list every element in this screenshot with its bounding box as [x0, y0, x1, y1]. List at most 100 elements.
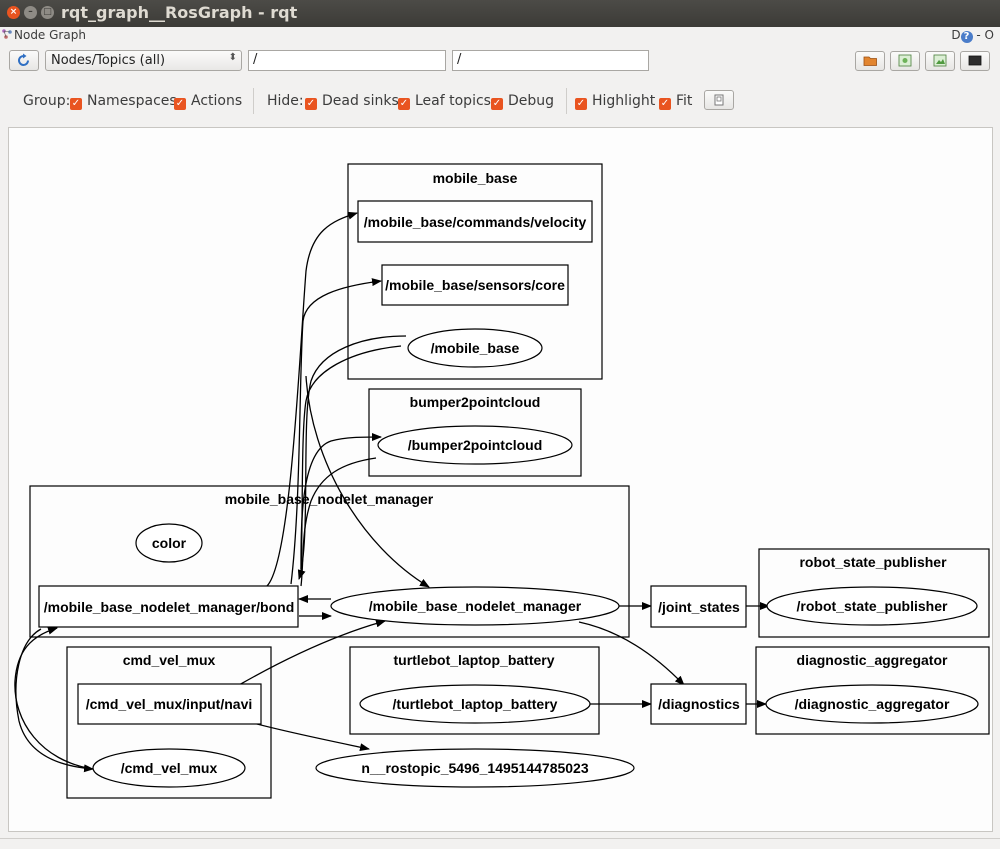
topic-box[interactable] [77, 683, 262, 725]
cluster-diagnostic-aggregator [755, 646, 990, 735]
namespaces-label: Namespaces [87, 93, 177, 109]
topic-label: /cmd_vel_mux/input/navi [86, 696, 253, 712]
cluster-label: bumper2pointcloud [410, 394, 541, 410]
node-label: n__rostopic_5496_1495144785023 [361, 760, 589, 776]
cluster-label: cmd_vel_mux [123, 652, 216, 668]
window-title: rqt_graph__RosGraph - rqt [61, 3, 298, 22]
actions-checkbox[interactable]: ✓ Actions [174, 93, 242, 110]
options-toolbar: Group: ✓Namespaces ✓Actions Hide: ✓Dead … [0, 86, 1000, 116]
cluster-turtlebot-laptop-battery [349, 646, 600, 735]
fit-checkbox[interactable]: ✓ Fit [659, 93, 692, 110]
dead-sinks-checkbox[interactable]: ✓ Dead sinks [305, 93, 399, 110]
node-label: /mobile_base [431, 340, 520, 356]
cluster-nodelet-manager [29, 485, 630, 638]
topic-box[interactable] [381, 264, 569, 306]
checkbox-checked-icon: ✓ [174, 98, 186, 110]
namespaces-checkbox[interactable]: ✓ Namespaces [70, 93, 177, 110]
topic-label: /mobile_base/sensors/core [385, 277, 565, 293]
dead-sinks-label: Dead sinks [322, 93, 399, 109]
fit-label: Fit [676, 93, 693, 109]
refresh-button[interactable] [9, 50, 39, 71]
dock-float-button[interactable]: - O [976, 28, 994, 42]
ros-graph[interactable]: mobile_base bumper2pointcloud mobile_bas… [9, 128, 994, 833]
node-ellipse[interactable] [766, 586, 978, 626]
node-graph-icon [2, 29, 12, 39]
cluster-label: robot_state_publisher [799, 554, 947, 570]
leaf-topics-checkbox[interactable]: ✓ Leaf topics [398, 93, 491, 110]
topic-box[interactable] [357, 200, 593, 243]
node-label: /mobile_base_nodelet_manager [369, 598, 582, 614]
highlight-label: Highlight [592, 93, 656, 109]
debug-checkbox[interactable]: ✓ Debug [491, 93, 554, 110]
dock-d-button[interactable]: D [951, 28, 961, 42]
node-label: /cmd_vel_mux [121, 760, 218, 776]
topic-label: /mobile_base/commands/velocity [364, 214, 587, 230]
bottom-border [0, 838, 1000, 839]
node-ellipse[interactable] [377, 425, 573, 465]
save-image-button[interactable] [960, 51, 990, 71]
topic-box[interactable] [38, 585, 299, 628]
dock-title: Node Graph [14, 28, 86, 42]
save-dot-icon [898, 54, 912, 67]
save-image-icon [933, 54, 947, 67]
node-label: /diagnostic_aggregator [795, 696, 950, 712]
node-ellipse[interactable] [407, 328, 543, 368]
node-label: /robot_state_publisher [797, 598, 948, 614]
cluster-label: mobile_base [433, 170, 518, 186]
cluster-mobile-base [347, 163, 603, 380]
checkbox-checked-icon: ✓ [398, 98, 410, 110]
highlight-checkbox[interactable]: ✓ Highlight [575, 93, 655, 110]
topic-label: /joint_states [658, 599, 740, 615]
graph-canvas[interactable]: mobile_base bumper2pointcloud mobile_bas… [8, 127, 993, 832]
node-ellipse[interactable] [315, 748, 635, 788]
node-ellipse[interactable] [330, 586, 620, 626]
cluster-label: mobile_base_nodelet_manager [225, 491, 434, 507]
chevron-updown-icon: ⬍ [228, 52, 237, 63]
dock-controls: D? - O [951, 28, 994, 43]
window-close-button[interactable]: × [7, 6, 20, 19]
window-titlebar: × – □ rqt_graph__RosGraph - rqt [0, 0, 1000, 27]
node-label: /bumper2pointcloud [408, 437, 543, 453]
cluster-bumper2pointcloud [368, 388, 582, 477]
node-label: color [152, 535, 187, 551]
graph-mode-value: Nodes/Topics (all) [51, 53, 166, 68]
fit-in-view-button[interactable] [704, 90, 734, 110]
checkbox-checked-icon: ✓ [659, 98, 671, 110]
help-icon[interactable]: ? [960, 31, 973, 43]
leaf-topics-label: Leaf topics [415, 93, 491, 109]
toolbar-separator [566, 88, 567, 114]
cluster-label: turtlebot_laptop_battery [393, 652, 554, 668]
cluster-label: diagnostic_aggregator [797, 652, 948, 668]
group-label: Group: [23, 93, 71, 109]
refresh-icon [18, 53, 29, 66]
load-dot-button[interactable] [855, 51, 885, 71]
debug-label: Debug [508, 93, 555, 109]
checkbox-checked-icon: ✓ [491, 98, 503, 110]
checkbox-checked-icon: ✓ [305, 98, 317, 110]
actions-label: Actions [191, 93, 243, 109]
namespace-filter-input[interactable]: / [248, 50, 446, 71]
checkbox-checked-icon: ✓ [575, 98, 587, 110]
node-ellipse[interactable] [359, 684, 591, 724]
folder-open-icon [863, 56, 877, 66]
topic-box[interactable] [650, 585, 747, 628]
graph-mode-select[interactable]: Nodes/Topics (all) ⬍ [45, 50, 242, 71]
window-maximize-button[interactable]: □ [41, 6, 54, 19]
save-dot-button[interactable] [890, 51, 920, 71]
node-ellipse[interactable] [92, 748, 246, 788]
fit-view-icon [714, 94, 724, 106]
node-ellipse[interactable] [135, 523, 203, 563]
save-svg-button[interactable] [925, 51, 955, 71]
topic-filter-input[interactable]: / [452, 50, 649, 71]
topic-box[interactable] [650, 683, 747, 725]
graph-edges [14, 211, 770, 773]
topic-label: /mobile_base_nodelet_manager/bond [44, 599, 295, 615]
cluster-cmd-vel-mux [66, 646, 272, 799]
top-toolbar: Nodes/Topics (all) ⬍ / / [0, 47, 1000, 75]
cluster-robot-state-publisher [758, 548, 990, 638]
node-ellipse[interactable] [765, 684, 979, 724]
checkbox-checked-icon: ✓ [70, 98, 82, 110]
screen-icon [968, 55, 982, 66]
dock-header: Node Graph D? - O [0, 27, 1000, 45]
window-minimize-button[interactable]: – [24, 6, 37, 19]
